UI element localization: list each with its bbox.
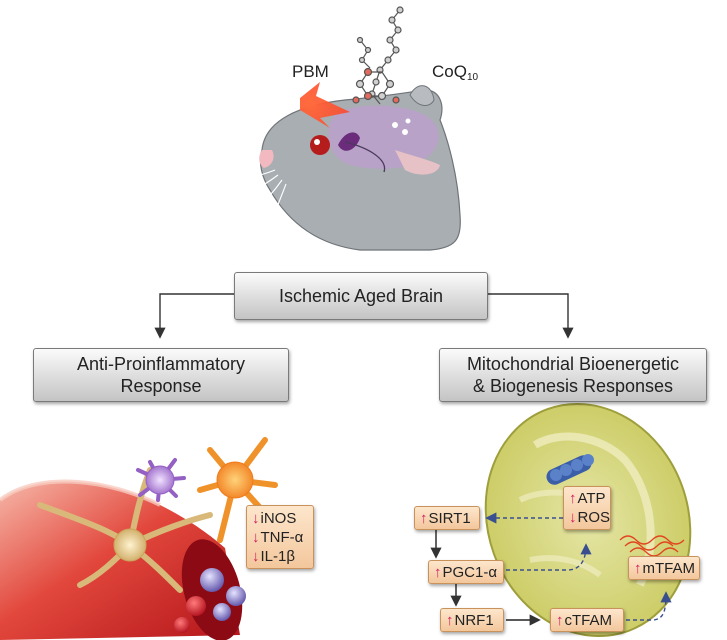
marker-il1-beta: ↓IL-1β [252, 547, 295, 565]
mouse-nose [259, 150, 274, 168]
purple-microglia [136, 458, 186, 502]
ros-label: ↓ROS [569, 509, 611, 526]
right-box-line1: Mitochondrial Bioenergetic [466, 354, 680, 374]
mouse-eye [310, 135, 330, 155]
marker-tnf-alpha: ↓TNF-α [252, 528, 304, 546]
mouse-brain [328, 105, 440, 175]
blood-cell [174, 617, 190, 633]
orange-astrocyte [197, 437, 278, 543]
blood-cell [200, 568, 224, 592]
pgc1-alpha-node: ↑PGC1-α [428, 560, 504, 584]
coq-subscript: 10 [466, 72, 479, 83]
ischemic-aged-brain-label: Ischemic Aged Brain [278, 286, 444, 306]
atp-synthase-icon [546, 454, 594, 485]
pathway-arrows [430, 530, 541, 626]
blood-cell [186, 596, 206, 616]
blood-cell [226, 586, 246, 606]
mitochondrial-response-box: Mitochondrial Bioenergetic & Biogenesis … [439, 348, 707, 402]
branch-connectors [154, 293, 574, 339]
nrf1-node: ↑NRF1 [440, 608, 504, 632]
pbm-label: PBM [292, 62, 329, 81]
anti-proinflammatory-box: Anti-Proinflammatory Response [33, 348, 289, 402]
marker-inos: ↓iNOS [252, 509, 297, 527]
mouse-head [231, 85, 461, 251]
atp-label: ↑ATP [569, 490, 606, 507]
atp-ros-node: ↑ATP ↓ROS [563, 486, 611, 530]
whiskers [231, 169, 287, 225]
tan-astrocyte [37, 467, 213, 593]
sirt1-node: ↑SIRT1 [414, 506, 480, 530]
blood-cell [213, 603, 231, 621]
coq10-label: CoQ10 [432, 62, 478, 83]
ctfam-node: ↑cTFAM [550, 608, 624, 632]
left-box-line2: Response [120, 376, 202, 396]
coq10-molecule [352, 6, 404, 105]
right-box-line2: & Biogenesis Responses [472, 376, 674, 396]
inflammation-markers-box: ↓iNOS ↓TNF-α ↓IL-1β [246, 505, 314, 569]
coq-label-text: CoQ [432, 62, 467, 81]
ischemic-aged-brain-box: Ischemic Aged Brain [234, 272, 488, 320]
dashed-arrows [485, 512, 672, 621]
pbm-light-beam [300, 82, 350, 128]
left-box-line1: Anti-Proinflammatory [76, 354, 246, 374]
mtfam-node: ↑mTFAM [628, 556, 700, 580]
